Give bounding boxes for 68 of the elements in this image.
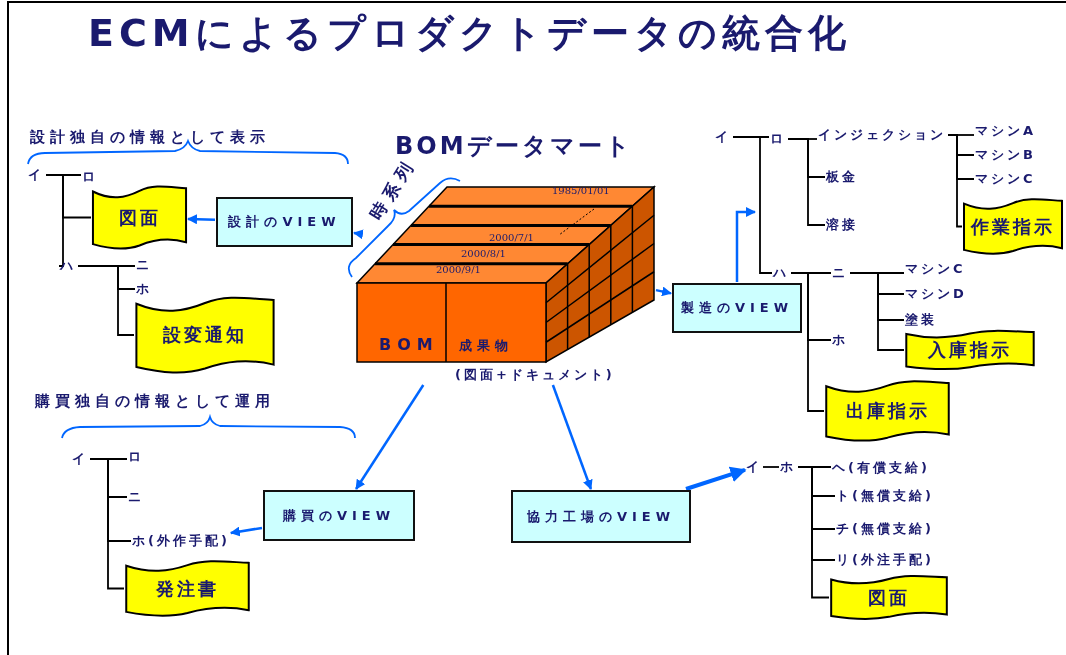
tree-label: マシンA (975, 122, 1037, 140)
tree-label: ニ (128, 488, 144, 506)
arrow (735, 207, 756, 282)
tree-line (790, 272, 825, 412)
section-heading: 購買独自の情報として運用 (35, 392, 275, 411)
face-label: (図面+ドキュメント) (455, 366, 615, 384)
date-label: 2000/7/1 (489, 232, 534, 243)
tree-label: ロ (82, 168, 98, 186)
tree-label: ホ (780, 458, 796, 476)
tree-label: マシンB (975, 146, 1036, 164)
arrow (355, 384, 425, 490)
tree-label: チ(無償支給) (836, 520, 934, 538)
document-banner: 発注書 (125, 560, 250, 617)
date-label: 2000/9/1 (436, 264, 481, 275)
tree-line (947, 134, 963, 228)
date-label: 2000/8/1 (461, 248, 506, 259)
date-label: 1985/01/01 (552, 185, 610, 196)
tree-label: イ (715, 128, 731, 146)
tree-line (762, 466, 780, 468)
document-banner: 設変通知 (135, 296, 275, 374)
tree-line (89, 458, 125, 590)
tree-label: ロ (770, 130, 786, 148)
tree-label: リ(外注手配) (836, 551, 934, 569)
tree-line (849, 272, 905, 351)
tree-label: イ (72, 450, 88, 468)
document-banner: 図面 (830, 575, 948, 620)
tree-label: イ (746, 458, 762, 476)
tree-label: マシンD (905, 285, 967, 303)
tree-label: 塗装 (905, 311, 937, 329)
arrow (655, 286, 672, 297)
view-box: 製造のVIEW (672, 283, 802, 333)
document-banner: 入庫指示 (905, 330, 1035, 370)
view-box: 購買のVIEW (263, 490, 415, 541)
arrow (353, 229, 364, 240)
tree-line (732, 136, 773, 274)
tree-label: マシンC (975, 170, 1036, 188)
document-banner: 図面 (92, 185, 187, 250)
tree-label: ホ(外作手配) (132, 532, 230, 550)
tree-label: ロ (128, 448, 144, 466)
document-banner: 出庫指示 (825, 380, 950, 442)
tree-label: ハ (60, 257, 76, 275)
face-label: BOM (379, 335, 439, 354)
tree-label: 板金 (826, 168, 858, 186)
tree-label: ト(無償支給) (836, 487, 934, 505)
arrow (187, 214, 216, 225)
tree-label: ヘ(有償支給) (832, 459, 930, 477)
arrow (685, 466, 747, 491)
tree-label: インジェクション (818, 126, 946, 144)
tree-label: 溶接 (826, 216, 858, 234)
face-label: 成果物 (459, 337, 513, 355)
tree-line (45, 174, 64, 267)
tree-label: ニ (832, 264, 848, 282)
tree-line (797, 466, 830, 599)
tree-label: マシンC (905, 260, 966, 278)
tree-label: ニ (136, 256, 152, 274)
tree-label: ハ (773, 264, 789, 282)
document-banner: 作業指示 (963, 198, 1063, 255)
arrow (229, 526, 263, 537)
tree-line (77, 265, 135, 336)
view-box: 協力工場のVIEW (511, 490, 691, 543)
arrow (551, 384, 593, 490)
tree-line (787, 138, 826, 226)
tree-label: ホ (832, 331, 848, 349)
title: ECMによるプロダクトデータの統合化 (88, 10, 851, 57)
tree-label: イ (28, 166, 44, 184)
tree-label: ホ (136, 280, 152, 298)
view-box: 設計のVIEW (216, 197, 353, 247)
section-heading: 設計独自の情報として表示 (30, 128, 270, 147)
